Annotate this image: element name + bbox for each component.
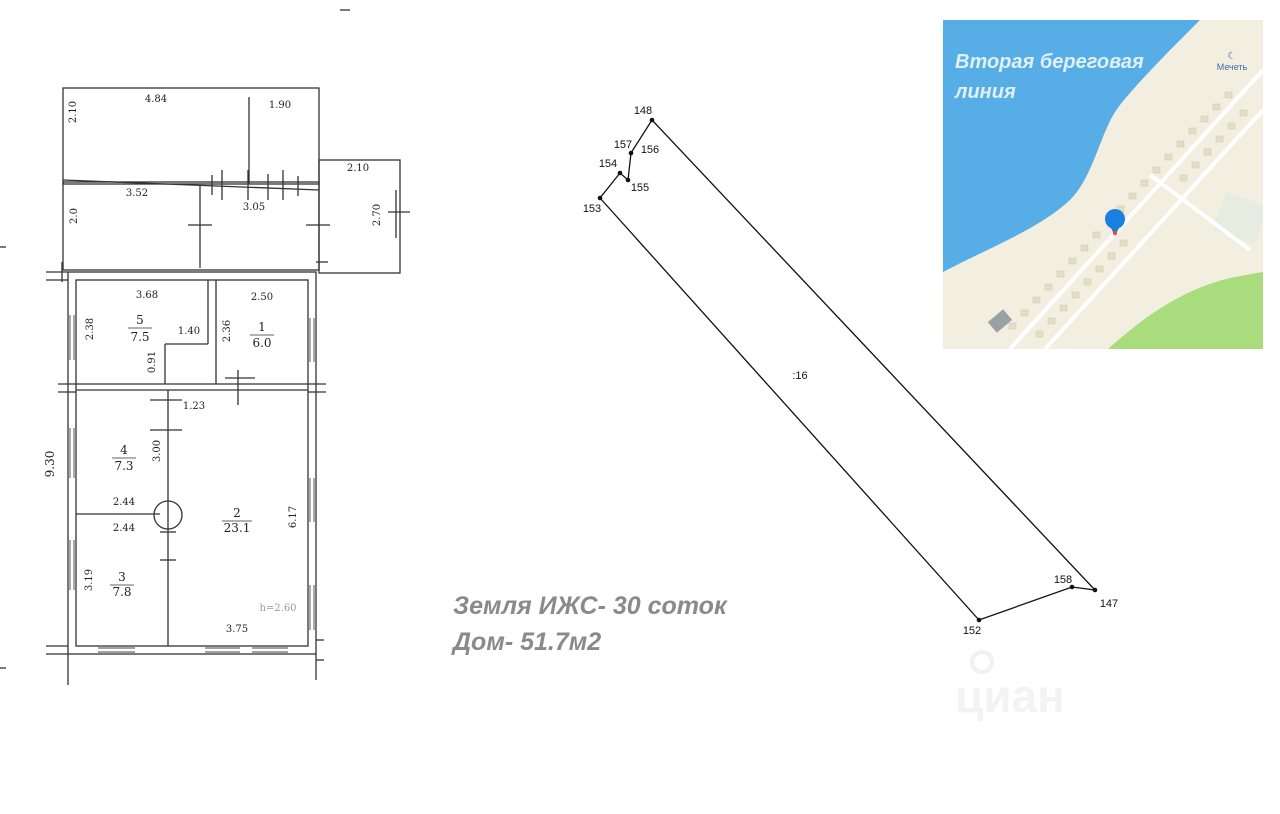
vertex-147 — [1092, 587, 1098, 593]
map-water — [943, 20, 1200, 272]
room-area: 6.0 — [252, 336, 271, 350]
stove-symbol — [153, 500, 183, 530]
room-5: 5 7.5 — [128, 313, 152, 344]
dim-label: 2.0 — [69, 208, 80, 224]
dim-label: 3.52 — [126, 188, 148, 199]
floor-plan-dimensions: 2.10 4.84 1.90 2.10 3.52 3.05 2.0 2.70 3… — [43, 94, 383, 635]
dim-label: 2.44 — [113, 523, 135, 534]
parcel-label: :16 — [792, 370, 807, 382]
annex-top — [62, 87, 320, 185]
point-label-157: 157 — [614, 139, 632, 151]
room-number: 4 — [120, 443, 128, 457]
point-label-153: 153 — [583, 203, 601, 215]
room-area: 7.5 — [130, 330, 149, 344]
annex-middle — [62, 181, 320, 271]
dim-label: 2.44 — [113, 497, 135, 508]
ceiling-height-label: h=2.60 — [259, 603, 296, 614]
dim-label: 3.00 — [152, 440, 163, 462]
vertex-152 — [976, 617, 982, 623]
land-plot: 148 157 156 154 155 153 158 147 152 :16 — [583, 105, 1118, 637]
room-area: 7.3 — [114, 459, 133, 473]
dim-label: 2.50 — [251, 292, 273, 303]
dim-label: 2.10 — [68, 101, 79, 123]
dim-label: 4.84 — [145, 94, 167, 105]
point-label-152: 152 — [963, 625, 981, 637]
room-area: 23.1 — [224, 521, 251, 535]
point-label-156: 156 — [641, 144, 659, 156]
room-number: 5 — [136, 313, 144, 327]
plot-vertices — [597, 117, 1098, 623]
dim-label: 2.36 — [222, 320, 233, 342]
dim-label: 2.70 — [372, 204, 383, 226]
caption-house: Дом- 51.7м2 — [451, 628, 601, 656]
map-label-line2: линия — [954, 81, 1016, 103]
dim-label: 9.30 — [43, 451, 57, 478]
dim-label: 3.75 — [226, 624, 248, 635]
dim-label: 0.91 — [147, 351, 158, 373]
point-label-147: 147 — [1100, 598, 1118, 610]
dim-label: 3.19 — [84, 569, 95, 591]
dim-label: 6.17 — [288, 506, 299, 528]
annex-right — [318, 159, 401, 274]
room-2: 2 23.1 — [222, 506, 252, 535]
point-label-158: 158 — [1054, 574, 1072, 586]
room-1: 1 6.0 — [250, 320, 274, 350]
room-labels: 5 7.5 1 6.0 4 7.3 2 23.1 3 7.8 — [110, 313, 274, 599]
room-number: 2 — [233, 506, 241, 520]
room-3: 3 7.8 — [110, 570, 134, 599]
mosque-label: Мечеть — [1217, 62, 1248, 72]
watermark-text: циан — [955, 670, 1065, 722]
watermark: циан — [955, 650, 1065, 722]
listing-caption: Земля ИЖС- 30 соток Дом- 51.7м2 — [451, 592, 728, 656]
vertex-154 — [617, 170, 623, 176]
room-number: 1 — [258, 320, 266, 334]
map-green-area — [1108, 272, 1263, 349]
location-pin-icon[interactable] — [1105, 209, 1125, 236]
point-label-148: 148 — [634, 105, 652, 117]
caption-land: Земля ИЖС- 30 соток — [453, 592, 728, 620]
floor-plan — [0, 9, 410, 685]
vertex-158 — [1069, 584, 1075, 590]
dim-label: 3.68 — [136, 290, 158, 301]
crescent-icon: ☾ — [1228, 51, 1237, 62]
dim-label: 1.90 — [269, 100, 291, 111]
vertex-157 — [628, 150, 634, 156]
mosque-poi[interactable]: ☾ Мечеть — [1217, 51, 1248, 72]
point-label-155: 155 — [631, 182, 649, 194]
room-4: 4 7.3 — [112, 443, 136, 473]
room-area: 7.8 — [112, 585, 131, 599]
point-label-154: 154 — [599, 158, 617, 170]
vertex-153 — [597, 195, 603, 201]
vertex-148 — [649, 117, 655, 123]
room-number: 3 — [118, 570, 126, 584]
dim-label: 1.40 — [178, 326, 200, 337]
map-label-line1: Вторая береговая — [955, 51, 1144, 73]
location-map: ☾ Мечеть Вторая береговая линия — [943, 20, 1263, 349]
vertex-155 — [625, 177, 631, 183]
dim-label: 3.05 — [243, 202, 265, 213]
dim-label: 1.23 — [183, 401, 205, 412]
dim-label: 2.10 — [347, 163, 369, 174]
dim-label: 2.38 — [85, 318, 96, 340]
